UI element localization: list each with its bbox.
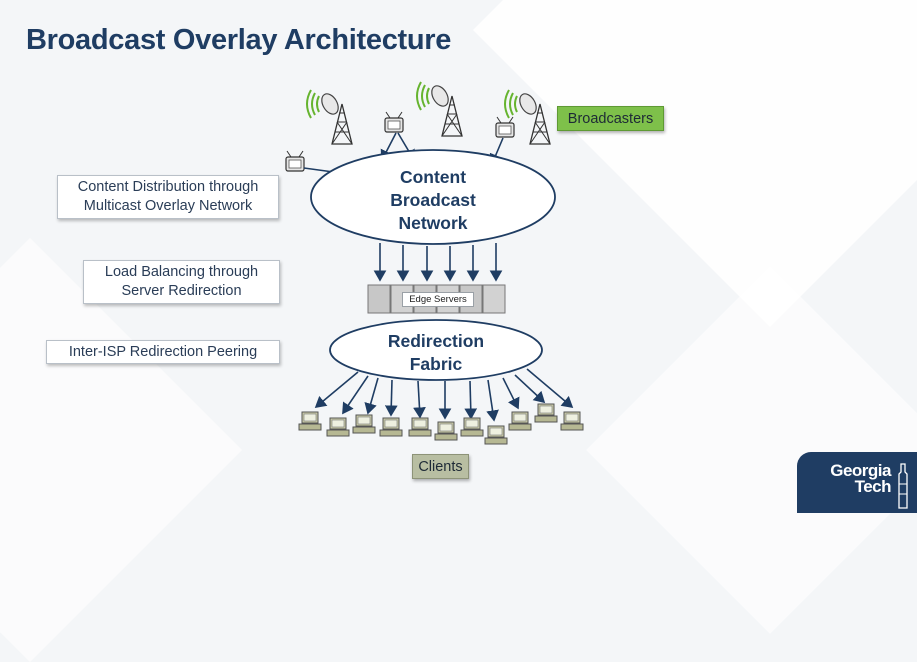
computer-icon (379, 417, 403, 437)
broadcasters-tag: Broadcasters (557, 106, 664, 131)
georgia-tech-logo: Georgia Tech (797, 452, 917, 513)
server-arrows (373, 243, 503, 282)
tv-icon (495, 116, 515, 138)
computer-icon (352, 414, 376, 434)
tv-icon (384, 111, 404, 133)
computer-icon (460, 417, 484, 437)
computer-icon (508, 411, 532, 431)
redirection-fabric-label: Redirection Fabric (387, 331, 485, 374)
load-balancing-label: Load Balancing through Server Redirectio… (83, 260, 280, 304)
computer-icon (484, 425, 508, 445)
broadcaster-tower-icon (306, 89, 353, 145)
computer-icon (326, 417, 350, 437)
inter-isp-label: Inter-ISP Redirection Peering (46, 340, 280, 364)
computer-icon (560, 411, 584, 431)
tower-emblem-icon (898, 463, 908, 509)
computer-icon (434, 421, 458, 441)
content-distribution-label: Content Distribution through Multicast O… (57, 175, 279, 219)
content-broadcast-network-ellipse (310, 149, 556, 245)
client-arrows (314, 368, 574, 422)
page-title: Broadcast Overlay Architecture (26, 24, 452, 56)
clients-tag: Clients (412, 454, 469, 479)
tv-icon (285, 150, 305, 172)
broadcaster-tower-icon (416, 81, 463, 137)
edge-servers-label: Edge Servers (402, 292, 474, 307)
architecture-diagram (285, 81, 584, 445)
computer-icon (298, 411, 322, 431)
content-broadcast-network-label: Content Broadcast Network (390, 167, 476, 233)
redirection-fabric-ellipse (329, 319, 543, 381)
logo-text: Georgia Tech (830, 461, 891, 496)
computer-icon (534, 403, 558, 423)
computer-icon (408, 417, 432, 437)
client-computers (298, 403, 584, 445)
